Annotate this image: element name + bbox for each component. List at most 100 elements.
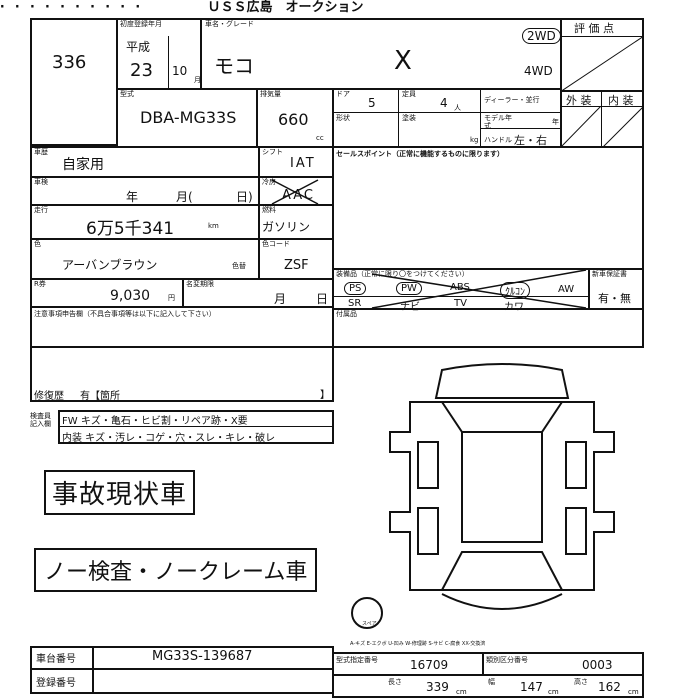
inspector-interior: 内装 キズ・汚レ・コゲ・穴・スレ・キレ・破レ [62,433,276,444]
color-value: アーバンブラウン [62,258,158,272]
type-designation-value: 16709 [410,658,449,672]
sales-point-label: セールスポイント（正常に機能するものに限ります） [336,150,504,158]
height-label: 高さ [574,678,588,686]
length-value: 339 [426,680,449,694]
dealer-label: ディーラー・並行 [484,96,540,104]
lot-number: 336 [52,52,87,73]
length-label: 長さ [388,678,402,686]
seats-label: 定員 [402,90,416,98]
registration-era: 平成 [126,40,151,54]
registration-month-unit: 月 [194,76,201,84]
steering-label: ハンドル [484,136,512,144]
reg-number-label: 登録番号 [36,678,76,689]
equipment-item-sr: SR [348,298,362,309]
equipment-item-aw: AW [558,284,575,295]
repair-value: 有【箇所 [80,391,120,402]
spare-tire-icon [351,597,383,629]
equipment-item-leather: カワ [504,302,524,313]
inspection-year: 年 [126,190,139,204]
drive-2wd: 2WD [522,28,561,44]
ac-strike [271,179,319,205]
inspection-box [30,176,260,206]
height-unit: cm [628,688,639,696]
equipment-item-tv: TV [454,298,467,309]
seats-unit: 人 [454,104,461,112]
mileage-unit: km [208,222,219,230]
bonus-label: 新車保証書 [592,270,627,278]
width-unit: cm [548,688,559,696]
recycle-unit: 円 [168,294,175,302]
header-title: ＵＳＳ広島 オークション [207,0,364,15]
notes-box [30,306,334,402]
shift-label: シフト [262,148,283,156]
recycle-box [30,278,184,308]
shift-value: IAT [290,156,316,171]
inspector-fw: FW キズ・亀石・ヒビ割・リペア跡・X要 [62,416,248,427]
length-unit: cm [456,688,467,696]
steering-value: 左・右 [514,134,547,147]
car-name-label: 車名・グレード [205,20,254,28]
rating-label: 評 価 点 [574,22,614,35]
equipment-item-pw: PW [396,282,422,295]
fuel-label: 燃料 [262,206,276,214]
width-label: 幅 [488,678,495,686]
height-value: 162 [598,680,621,694]
damage-legend: A-キズ E-エクボ U-凹み W-修理跡 S-サビ C-腐食 XX-交換済 [350,641,486,647]
inspector-notes-box [58,410,334,444]
repair-label: 修復歴 [34,391,64,402]
category-number-value: 0003 [582,658,613,672]
chassis-label: 車台番号 [36,654,76,665]
spare-label: スペア [362,621,377,627]
recycle-label: R券 [34,280,46,288]
rating-strike [560,36,644,92]
displacement-label: 排気量 [260,90,281,98]
paint-label: 塗装 [402,114,416,122]
name-change-month: 月 [274,292,287,306]
side-grade-strike [560,106,644,148]
fuel-value: ガソリン [262,220,311,234]
car-grade: X [394,46,412,76]
exterior-grade-label: 外 装 [566,94,592,107]
name-change-label: 名変期限 [186,280,214,288]
interior-grade-label: 内 装 [608,94,634,107]
color-code-label: 色コード [262,240,290,248]
car-name: モコ [214,54,254,78]
displacement-value: 660 [278,110,309,129]
usage-value: 自家用 [62,157,104,173]
usage-label: 車歴 [34,148,48,156]
width-value: 147 [520,680,543,694]
auction-header: ‧ ‧ ‧ ‧ ‧ ‧ ‧ ‧ ‧ ‧ ＵＳＳ広島 オークション [0,0,364,15]
mileage-label: 走行 [34,206,48,214]
recycle-value: 9,030 [110,288,151,304]
accident-stamp: 事故現状車 [44,470,196,515]
no-claim-stamp: ノー検査・ノークレーム車 [34,548,318,592]
bonus-value: 有・無 [598,292,631,305]
inspection-day: 日) [236,190,253,204]
drive-4wd: 4WD [524,64,553,78]
model-year-label: モデル年式 [484,114,512,130]
dimensions-box [332,674,644,698]
ac-label: 冷房 [262,178,276,186]
model-value: DBA-MG33S [140,108,237,127]
repair-close: 】 [320,390,330,401]
inspector-notes-label: 検査員記入欄 [30,412,51,428]
category-number-label: 類別区分番号 [486,656,528,664]
color-code-value: ZSF [284,258,309,273]
equipment-item-ps: PS [344,282,367,295]
car-name-box [200,18,562,90]
shape-label: 形状 [336,114,350,122]
accessories-label: 付属品 [336,310,357,318]
registration-month: 10 [172,64,188,78]
type-designation-label: 型式指定番号 [336,656,378,664]
name-change-day: 日 [316,292,329,306]
seats-value: 4 [440,96,448,110]
displacement-unit: cc [316,134,324,142]
inspection-month: 月( [176,190,193,204]
model-label: 型式 [120,90,134,98]
notes-label: 注意事項申告欄（不具合事項等は以下に記入して下さい） [34,310,216,318]
color-replace-label: 色替 [232,262,246,270]
ac-value: AAC [282,188,315,203]
equipment-item-navi: ナビ [400,302,420,313]
color-label: 色 [34,240,41,248]
sales-point-box [332,146,644,270]
